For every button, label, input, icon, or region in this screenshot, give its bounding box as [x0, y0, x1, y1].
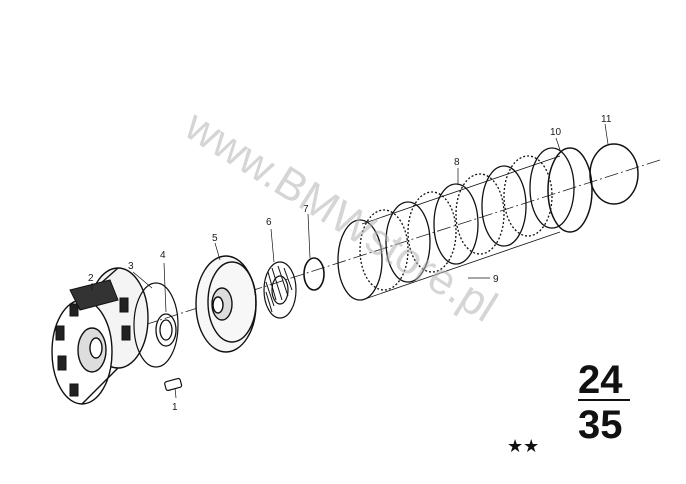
axis-line — [59, 159, 661, 353]
part-4-seal — [155, 313, 177, 347]
part-7-snap-ring — [303, 257, 325, 291]
callout-5: 5 — [212, 233, 218, 244]
callout-3: 3 — [128, 261, 134, 272]
part-6-spring-set — [263, 261, 297, 319]
part-11-snap-ring — [589, 143, 639, 205]
leader-lines — [91, 123, 609, 399]
rating-stars: ★★ — [507, 436, 539, 457]
callout-1: 1 — [172, 402, 178, 413]
callout-6: 6 — [266, 217, 272, 228]
callout-9: 9 — [493, 274, 499, 285]
callout-10: 10 — [550, 127, 562, 138]
callout-8: 8 — [454, 157, 460, 168]
part-3-ring — [133, 282, 179, 368]
callout-4: 4 — [160, 250, 166, 261]
group-number-bottom: 35 — [578, 403, 623, 447]
part-2-clutch-drum — [51, 267, 149, 405]
part-1-key — [164, 377, 183, 392]
part-10-pressure-plate — [547, 147, 593, 233]
callout-2: 2 — [88, 273, 94, 284]
callout-7: 7 — [303, 204, 309, 215]
callout-11: 11 — [601, 114, 612, 125]
part-5-piston — [195, 255, 257, 353]
group-number-top: 24 — [578, 358, 623, 402]
clutch-plate-pack — [337, 147, 575, 301]
